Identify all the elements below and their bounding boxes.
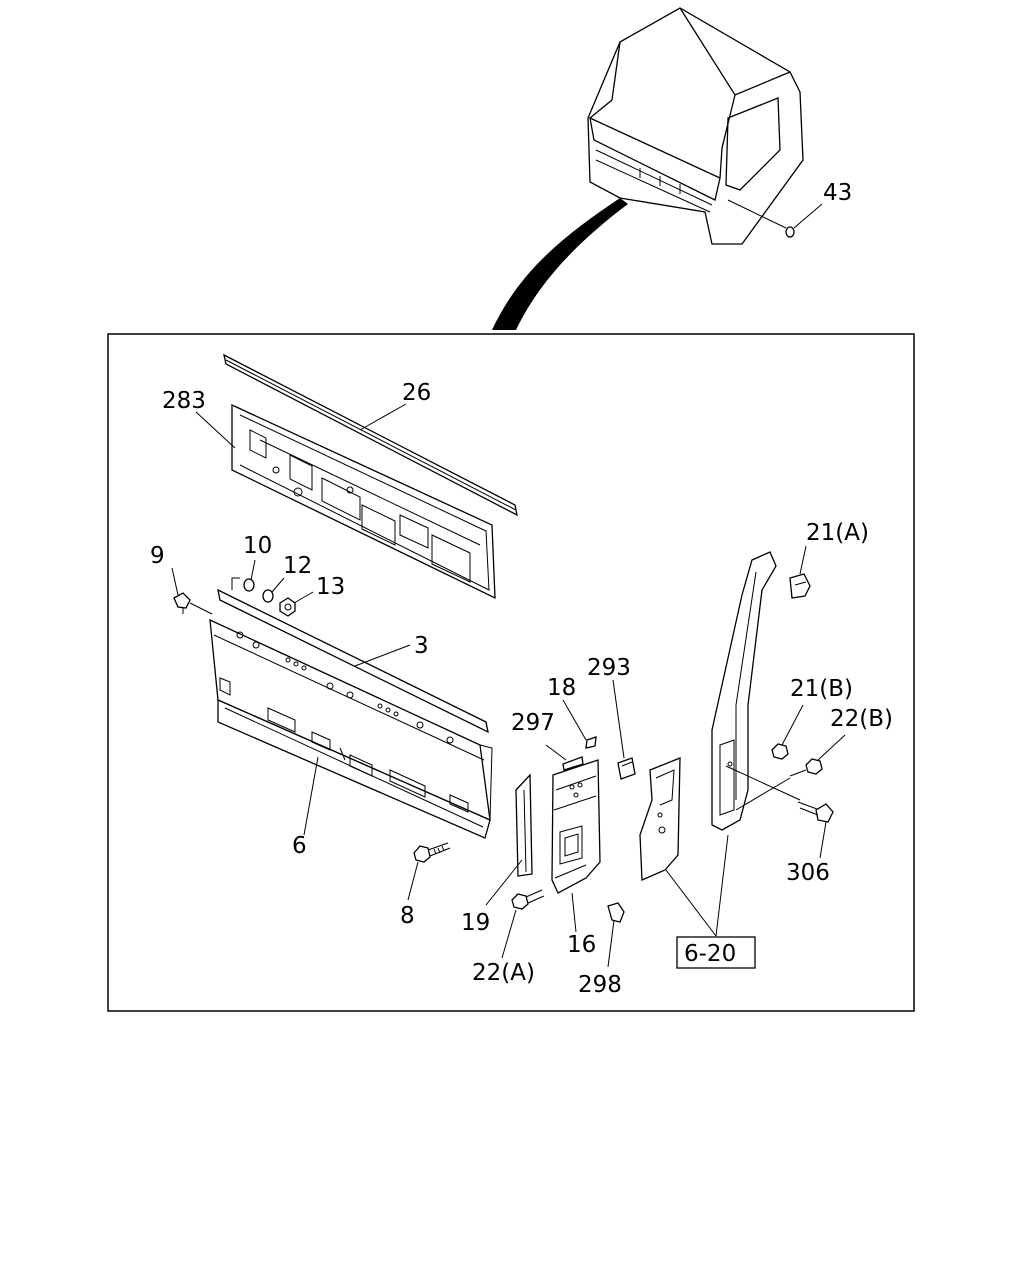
callout-6: 6 <box>292 833 307 859</box>
upper-panel-part-283 <box>231 403 496 600</box>
clip-part-21b <box>771 743 789 760</box>
callout-9: 9 <box>150 543 165 569</box>
callout-19: 19 <box>461 910 490 936</box>
callout-8: 8 <box>400 903 415 929</box>
callout-22a: 22(A) <box>472 960 535 986</box>
clip-part-21a <box>789 573 811 599</box>
clip-part-9 <box>173 592 213 615</box>
callout-43: 43 <box>823 180 852 206</box>
callout-21b: 21(B) <box>790 676 853 702</box>
clip-part-297-18 <box>562 736 597 771</box>
callout-283: 283 <box>162 388 206 414</box>
cab-overview <box>492 7 823 330</box>
callout-12: 12 <box>283 553 312 579</box>
callout-18: 18 <box>547 675 576 701</box>
rail-part-26 <box>223 353 518 517</box>
callout-3: 3 <box>414 633 429 659</box>
strip-part-19 <box>515 773 533 877</box>
callout-297: 297 <box>511 710 555 736</box>
pillar-part-6-20 <box>711 551 777 831</box>
bolt-part-306 <box>797 801 834 823</box>
washers-and-nut <box>231 577 296 617</box>
callout-293: 293 <box>587 655 631 681</box>
clip-part-298 <box>607 902 625 923</box>
callout-16: 16 <box>567 932 596 958</box>
callout-6-20: 6-20 <box>684 941 736 967</box>
callout-labels: 43 283 26 9 10 12 13 3 6 8 18 293 297 21… <box>150 180 893 998</box>
front-panel-part-3-6 <box>209 588 493 839</box>
screw-part-22b <box>789 758 823 777</box>
screw-part-22a <box>511 889 545 910</box>
corner-panel-part-16 <box>551 759 601 894</box>
callout-13: 13 <box>316 574 345 600</box>
gusset-part-6-20 <box>639 757 681 881</box>
detail-frame <box>107 333 915 1012</box>
callout-21a: 21(A) <box>806 520 869 546</box>
callout-26: 26 <box>402 380 431 406</box>
callout-298: 298 <box>578 972 622 998</box>
callout-22b: 22(B) <box>830 706 893 732</box>
callout-306: 306 <box>786 860 830 886</box>
bolt-part-8 <box>413 842 451 863</box>
leader-lines <box>171 403 846 968</box>
callout-10: 10 <box>243 533 272 559</box>
clip-part-293 <box>617 757 636 780</box>
callout-6-20-box <box>676 936 756 969</box>
